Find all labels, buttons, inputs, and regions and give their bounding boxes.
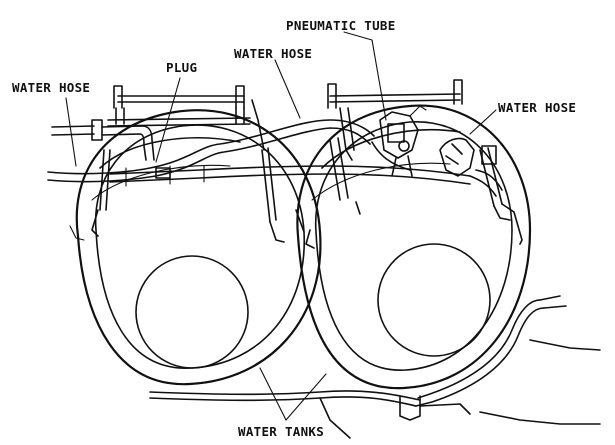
label-pneumatic-tube: PNEUMATIC TUBE <box>286 18 396 33</box>
label-water-hose-right: WATER HOSE <box>498 100 576 115</box>
water-hose-left-line <box>51 119 155 161</box>
label-water-hose-left: WATER HOSE <box>12 80 90 95</box>
left-support-frame <box>69 85 285 243</box>
left-tank <box>75 109 322 386</box>
leader-water-hose-top <box>274 59 301 119</box>
leader-pneumatic-tube <box>343 31 387 121</box>
leader-lines <box>65 31 497 421</box>
leader-water-hose-left <box>65 97 77 167</box>
right-tank <box>296 104 532 390</box>
leader-water-tanks-left <box>259 367 287 421</box>
leader-plug <box>155 77 181 163</box>
label-plug: PLUG <box>166 60 197 75</box>
pneumatic-tube-assembly <box>371 105 427 177</box>
water-hose-lower-run <box>109 165 471 187</box>
label-water-tanks: WATER TANKS <box>238 424 324 439</box>
drain-lines <box>149 295 601 439</box>
leader-water-tanks-right <box>285 373 327 421</box>
water-hose-crossover <box>47 119 375 183</box>
water-hose-right-fitting <box>439 137 503 197</box>
leader-water-hose-right <box>469 109 497 135</box>
label-water-hose-top: WATER HOSE <box>234 46 312 61</box>
